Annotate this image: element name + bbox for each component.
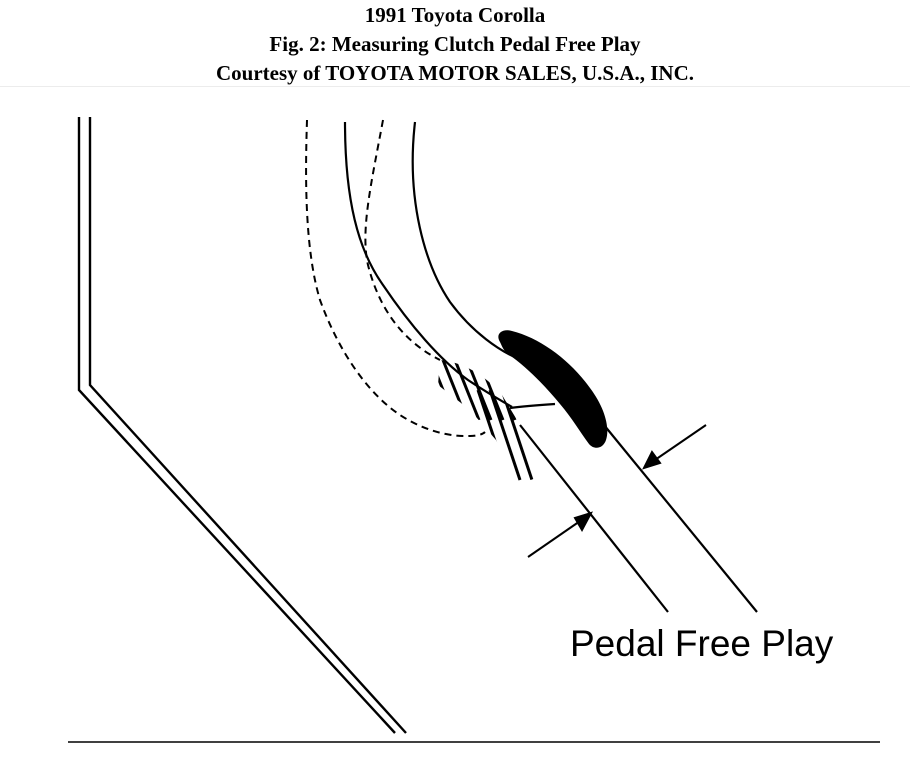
pedal-arm-depressed bbox=[305, 119, 486, 438]
free-play-arrow-upper bbox=[642, 424, 707, 470]
pedal-pad bbox=[498, 330, 608, 448]
header-divider bbox=[0, 86, 910, 87]
vehicle-title: 1991 Toyota Corolla bbox=[364, 3, 546, 27]
figure-title: Fig. 2: Measuring Clutch Pedal Free Play bbox=[269, 32, 641, 56]
pedal-arm-rest bbox=[343, 121, 556, 410]
figure-caption: 1991 Toyota Corolla Fig. 2: Measuring Cl… bbox=[0, 0, 910, 88]
courtesy-line: Courtesy of TOYOTA MOTOR SALES, U.S.A., … bbox=[215, 61, 695, 85]
floor-panel bbox=[77, 117, 407, 734]
pedal-free-play-label: Pedal Free Play bbox=[570, 623, 834, 664]
pedal-shaft bbox=[519, 424, 758, 613]
free-play-arrow-lower bbox=[527, 511, 594, 558]
